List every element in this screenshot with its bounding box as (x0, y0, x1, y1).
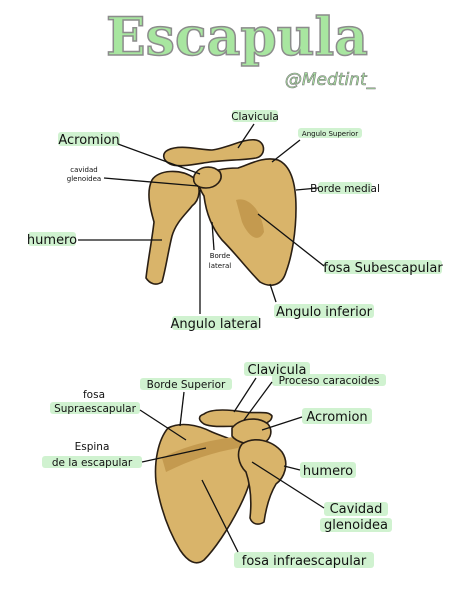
author-handle: @Medtint_ (285, 70, 376, 90)
label-angulo-inferior: Angulo inferior (276, 305, 373, 320)
label-bg-humero-a (28, 232, 76, 246)
label-bg-fosa-infra (234, 552, 374, 568)
label-espina-1: Espina (75, 441, 110, 453)
label-acromion-posterior: Acromion (306, 410, 367, 425)
leader-borde-medial (295, 187, 319, 191)
leader-espina (141, 447, 207, 463)
label-cavidad-anterior-2: glenoidea (67, 175, 101, 183)
posterior-acromion-bone (231, 418, 272, 446)
label-bg-borde-superior (140, 378, 232, 390)
label-espina-2: de la escapular (52, 457, 133, 469)
leader-humero-posterior (283, 465, 301, 471)
title-group: Escapula @Medtint_ (105, 6, 376, 90)
anterior-humerus-bone (145, 170, 200, 285)
label-bg-clavicula-a (232, 110, 278, 122)
leader-fosa-infraescapular (201, 479, 239, 553)
anterior-labels: Clavicula Angulo Superior Acromion cavid… (27, 110, 443, 332)
anterior-clavicle-bone (162, 138, 265, 167)
label-bg-fosa-subescapular (324, 260, 442, 274)
label-bg-humero-p (300, 462, 356, 478)
label-fosa-subescapular: fosa Subescapular (323, 261, 443, 276)
leader-borde-lateral (211, 221, 215, 251)
label-bg-angulo-lateral (172, 316, 260, 330)
label-borde-superior: Borde Superior (147, 379, 226, 391)
label-bg-fosa-supra (50, 402, 140, 414)
anterior-illustration (145, 138, 297, 286)
leader-acromion-anterior (117, 143, 201, 175)
label-bg-cavidad-1 (324, 502, 388, 516)
anterior-acromion-bone (192, 166, 222, 189)
leader-proceso-coracoides (243, 381, 273, 421)
posterior-spine-bone (162, 436, 246, 472)
leader-clavicula-anterior (237, 123, 255, 149)
label-humero-anterior: humero (27, 233, 77, 248)
leader-cavidad-posterior (251, 461, 325, 509)
leader-angulo-inferior (269, 283, 277, 303)
leader-borde-superior (179, 391, 185, 427)
posterior-labels: Clavicula Borde Superior Proceso caracoi… (42, 362, 392, 569)
anterior-fossa-shade (236, 199, 264, 238)
label-proceso-coracoides: Proceso caracoides (279, 375, 380, 387)
page-title: Escapula (106, 7, 368, 68)
posterior-illustration (154, 409, 287, 564)
label-angulo-superior: Angulo Superior (302, 130, 358, 138)
label-borde-medial: Borde medial (310, 183, 380, 195)
label-fosa-supra-2: Supraescapular (54, 403, 137, 415)
leader-angulo-superior (271, 139, 301, 163)
leader-fosa-supra (139, 409, 187, 441)
label-bg-cavidad-2 (320, 518, 392, 532)
leader-cavidad-anterior (103, 177, 199, 187)
leader-clavicula-posterior (233, 377, 257, 413)
label-cavidad-anterior-1: cavidad (70, 166, 97, 174)
label-angulo-lateral: Angulo lateral (171, 317, 262, 332)
label-acromion-anterior: Acromion (58, 133, 119, 148)
label-cavidad-posterior-1: Cavidad (330, 502, 383, 517)
label-bg-proceso-coracoides (272, 374, 386, 386)
posterior-humerus-bone (237, 439, 287, 525)
label-bg-espina (42, 456, 142, 468)
label-bg-acromion-a (58, 132, 120, 146)
label-fosa-infraescapular: fosa infraescapular (242, 554, 367, 569)
label-bg-acromion-p (302, 408, 372, 424)
label-bg-clavicula-p (244, 362, 310, 376)
label-humero-posterior: humero (303, 464, 353, 479)
label-cavidad-posterior-2: glenoidea (324, 518, 388, 533)
label-bg-borde-medial (318, 182, 372, 194)
leader-fosa-subescapular (257, 213, 325, 267)
leader-acromion-posterior (261, 416, 303, 431)
label-borde-lateral-1: Borde (210, 252, 231, 260)
label-borde-lateral-2: lateral (209, 262, 231, 270)
label-bg-angulo-inferior (274, 304, 374, 318)
label-clavicula-anterior: Clavicula (231, 111, 279, 123)
label-bg-angulo-superior (298, 128, 362, 138)
label-fosa-supra-1: fosa (83, 389, 105, 401)
